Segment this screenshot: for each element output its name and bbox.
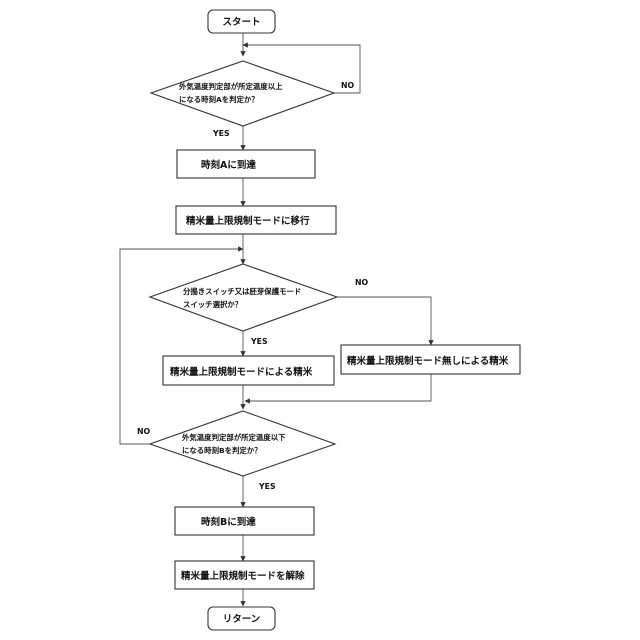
release-mode-label: 精米量上限規制モードを解除	[181, 570, 305, 582]
decision-switch-line2: スイッチ選択か？	[183, 300, 242, 309]
decision-a-line2: になる時刻Aを判定か？	[179, 95, 259, 104]
arrow-switch-no	[337, 297, 431, 345]
decision-b-no-label: NO	[137, 427, 151, 436]
reach-a-label: 時刻Aに到達	[201, 159, 256, 171]
decision-b-diamond	[150, 411, 335, 476]
decision-a-diamond	[151, 61, 334, 126]
decision-a-line1: 外気温度判定部が所定温度以上	[178, 82, 283, 91]
decision-switch-no-label: NO	[355, 278, 369, 287]
decision-a-no-label: NO	[341, 81, 355, 90]
decision-switch-line1: 分搗きスイッチ又は胚芽保護モード	[183, 287, 301, 296]
decision-switch-yes-label: YES	[250, 337, 268, 346]
no-mode-rice-label: 精米量上限規制モード無しによる精米	[347, 355, 509, 367]
decision-switch-diamond	[150, 264, 337, 331]
shift-mode-label: 精米量上限規制モードに移行	[186, 215, 310, 227]
start-label: スタート	[222, 16, 260, 28]
mode-rice-label: 精米量上限規制モードによる精米	[170, 366, 313, 378]
decision-a-yes-label: YES	[212, 129, 230, 138]
decision-b-line1: 外気温度判定部が所定温度以下	[181, 433, 286, 442]
return-label: リターン	[223, 613, 261, 625]
reach-b-label: 時刻Bに到達	[201, 516, 256, 528]
decision-b-yes-label: YES	[258, 482, 276, 491]
decision-b-line2: になる時刻Bを判定か？	[182, 446, 262, 455]
